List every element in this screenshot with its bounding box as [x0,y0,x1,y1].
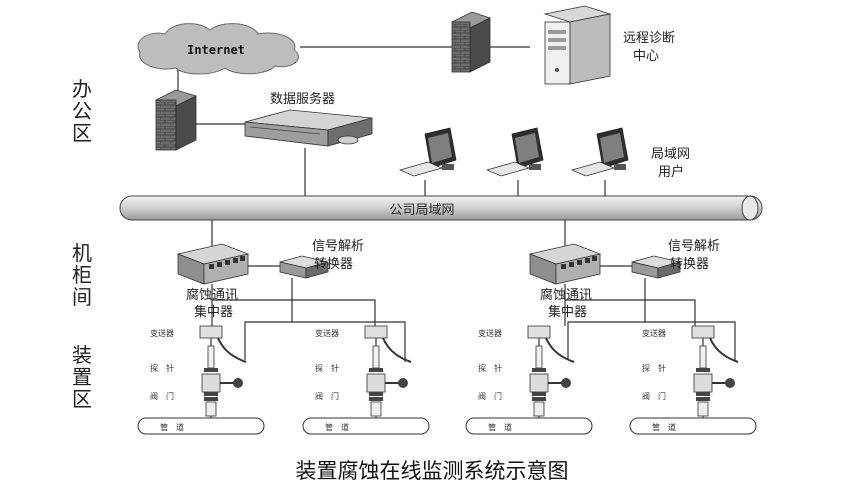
zone-office-char-2: 公 [72,99,92,123]
transmitter-label: 变送器 [315,328,339,338]
pipe-label: 管 道 [160,422,184,432]
pipe-label: 管 道 [325,422,349,432]
probe-label: 探 针 [478,363,502,373]
data-server-label: 数据服务器 [270,91,335,107]
valve-label: 阀 门 [150,391,174,401]
probe-assembly-labels: 变送器 探 针 阀 门 管 道 [642,328,676,432]
probe-assembly-labels: 变送器 探 针 阀 门 管 道 [478,328,512,432]
zone-label-cabinet: 机 柜 间 [72,241,92,309]
converter-probe4-wire [645,321,736,362]
valve-label: 阀 门 [315,391,339,401]
probe-label: 探 针 [642,363,666,373]
computer-icon [570,127,629,177]
transmitter-label: 变送器 [478,328,502,338]
diagram-caption: 装置腐蚀在线监测系统示意图 [296,459,569,483]
converter-icon [631,255,681,279]
lan-users-label-1: 局域网 [651,147,690,162]
firewall-icon [450,11,492,73]
converter-probe2-wire [292,321,406,362]
probe-assembly [302,325,430,435]
probe-assembly-labels: 变送器 探 针 阀 门 管 道 [150,328,184,432]
zone-cabinet-char-1: 机 [72,241,92,265]
remote-center-label-2: 中心 [633,49,659,64]
hub-icon [176,243,250,285]
probe-assembly-labels: 变送器 探 针 阀 门 管 道 [315,328,349,432]
lan-users-label-2: 用户 [658,164,684,180]
pipe-label: 管 道 [652,422,676,432]
pipe-label: 管 道 [488,422,512,432]
probe-label: 探 针 [315,363,339,373]
converter-label-2: 转换器 [314,257,353,272]
zone-label-office: 办 公 区 [72,77,92,145]
hub-transmitter4-link [565,299,696,326]
company-lan-bus: 公司局域网 [119,195,763,221]
hub-icon [528,243,602,285]
zone-device-char-2: 置 [72,365,92,389]
firewall-icon [154,89,198,151]
company-lan-label: 公司局域网 [389,203,454,218]
data-server-icon [244,109,373,147]
zone-office-char-1: 办 [72,77,92,101]
transmitter-label: 变送器 [642,328,666,338]
valve-label: 阀 门 [478,391,502,401]
zone-cabinet-char-3: 间 [72,285,92,309]
cabinet-unit-left: 腐蚀通讯 集中器 信号解析 转换器 [176,220,406,362]
transmitter-label: 变送器 [150,328,174,338]
hub-label-1: 腐蚀通讯 [540,288,592,303]
internet-cloud: Internet [137,23,299,75]
zone-device-char-3: 区 [72,387,92,411]
computer-icon [485,127,544,177]
remote-server-icon [543,5,612,85]
hub-label-2: 集中器 [548,304,587,320]
hub-transmitter2-link [212,299,376,326]
converter-probe1-wire [244,278,293,360]
converter-icon [279,255,329,279]
probe-assembly [465,325,593,435]
probe-assembly [629,325,757,435]
zone-office-char-3: 区 [72,121,92,145]
remote-center-label-1: 远程诊断 [623,31,675,46]
cabinet-unit-right: 腐蚀通讯 集中器 信号解析 转换器 [528,220,736,362]
zone-device-char-1: 装 [72,343,92,367]
probe-label: 探 针 [150,363,174,373]
converter-label-1: 信号解析 [312,239,364,254]
converter-label-2: 转换器 [670,257,709,272]
probe-assembly [137,325,265,435]
converter-label-1: 信号解析 [668,239,720,254]
zone-label-device: 装 置 区 [72,343,92,411]
zone-cabinet-char-2: 柜 [72,263,92,287]
internet-label: Internet [187,43,245,57]
hub-label-2: 集中器 [194,304,233,320]
computer-icon [398,127,457,177]
valve-label: 阀 门 [642,391,666,401]
